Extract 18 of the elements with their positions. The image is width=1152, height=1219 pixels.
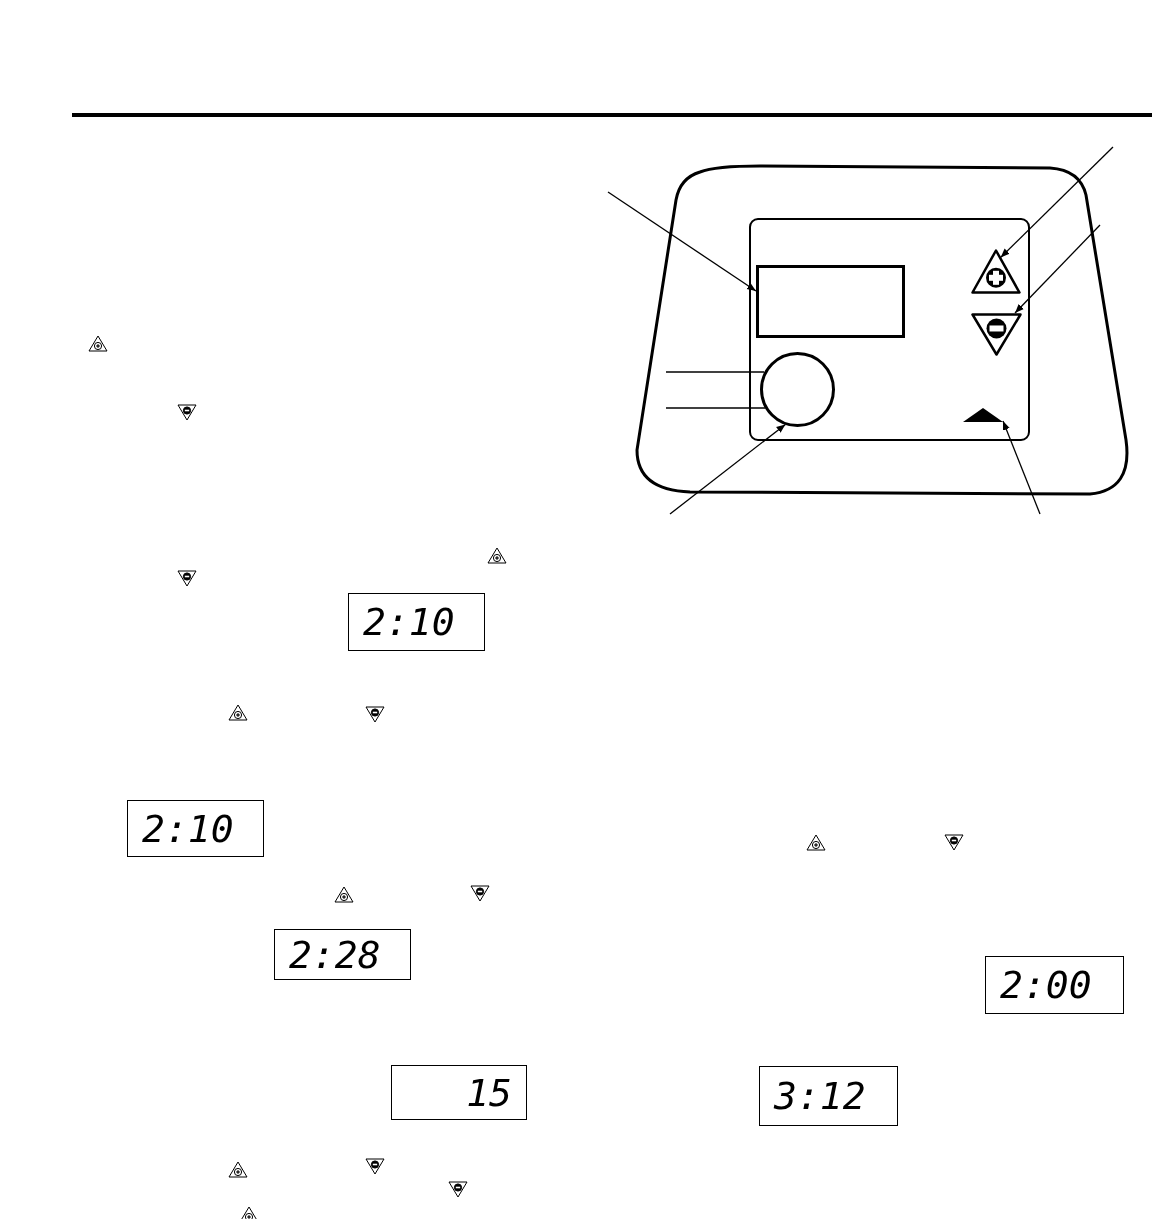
leader-line bbox=[665, 407, 766, 409]
dial-knob bbox=[760, 351, 835, 427]
leader-line bbox=[1002, 420, 1041, 515]
plus-button bbox=[971, 249, 1021, 294]
lcd-display: 2:28 bbox=[274, 929, 411, 980]
indicator-mark bbox=[963, 408, 1003, 422]
leader-line bbox=[1000, 146, 1114, 259]
display-window bbox=[756, 265, 905, 338]
lcd-display: 15 bbox=[391, 1065, 527, 1120]
leader-line bbox=[669, 423, 787, 515]
lcd-display: 2:10 bbox=[348, 593, 485, 651]
lcd-display: 2:10 bbox=[127, 800, 264, 857]
minus-button bbox=[971, 313, 1022, 356]
leader-line bbox=[1014, 224, 1101, 314]
leader-line bbox=[665, 371, 765, 373]
leader-line bbox=[607, 191, 757, 292]
lcd-display: 3:12 bbox=[759, 1066, 898, 1126]
lcd-display: 2:00 bbox=[985, 956, 1124, 1014]
